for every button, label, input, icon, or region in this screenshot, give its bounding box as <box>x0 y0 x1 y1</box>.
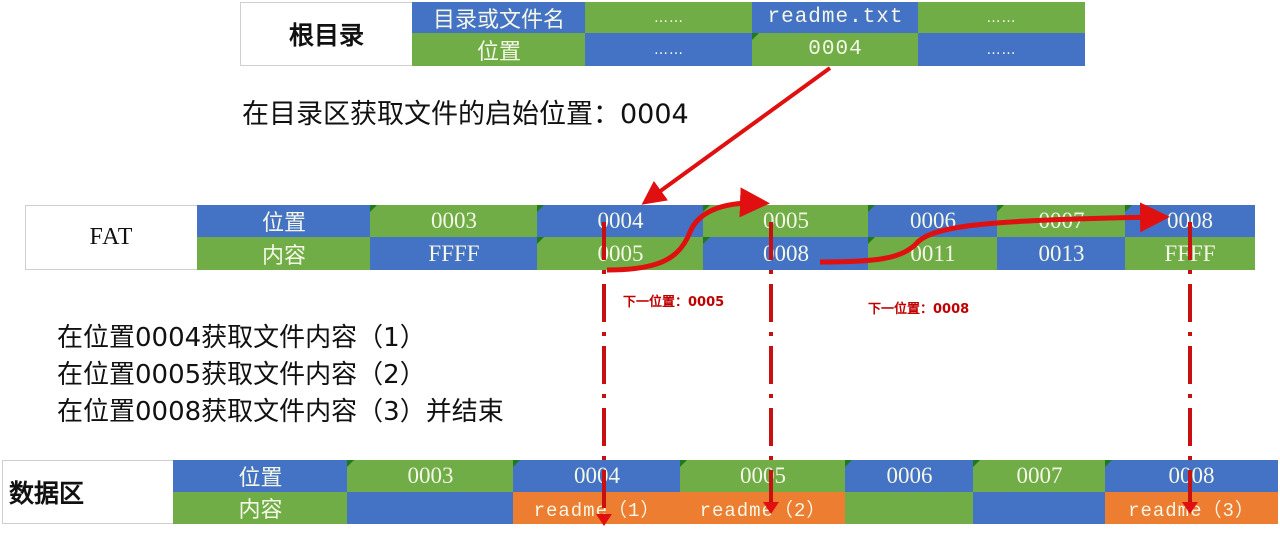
fat-header-content: 内容 <box>197 237 371 270</box>
fat-header-position: 位置 <box>197 205 371 237</box>
data-position-cell: 0006 <box>845 460 974 492</box>
data-position-cell: 0007 <box>973 460 1106 492</box>
fat-position-cell: 0007 <box>997 205 1126 237</box>
data-content-cell-readme-3: readme（3） <box>1105 492 1278 524</box>
next-position-note-2: 下一位置：0008 <box>868 302 970 317</box>
fat-position-cell: 0003 <box>370 205 538 237</box>
fat-content-cell: 0011 <box>868 237 998 270</box>
fat-content-cell: FFFF <box>370 237 538 270</box>
fat-content-cell: 0008 <box>703 237 869 270</box>
fat-position-cell: 0008 <box>1125 205 1255 237</box>
root-cell-position-readme: 0004 <box>752 33 919 66</box>
fat-position-cell: 0004 <box>537 205 704 237</box>
fat-label: FAT <box>25 205 198 270</box>
data-position-cell: 0003 <box>347 460 514 492</box>
data-header-position: 位置 <box>173 460 348 492</box>
root-cell-name: …… <box>918 2 1085 33</box>
root-cell-position: …… <box>918 33 1085 66</box>
data-position-cell: 0008 <box>1105 460 1278 492</box>
root-header-filename: 目录或文件名 <box>412 2 586 33</box>
step-item: 在位置0008获取文件内容（3）并结束 <box>57 397 504 427</box>
root-cell-position: …… <box>585 33 753 66</box>
data-position-cell: 0004 <box>513 460 681 492</box>
data-position-cell: 0005 <box>680 460 846 492</box>
step-item: 在位置0004获取文件内容（1） <box>57 323 426 353</box>
data-content-cell-readme-2: readme（2） <box>680 492 846 524</box>
fat-content-cell: FFFF <box>1125 237 1255 270</box>
start-position-caption: 在目录区获取文件的启始位置：0004 <box>242 99 689 130</box>
fat-content-cell: 0013 <box>997 237 1126 270</box>
data-area-label: 数据区 <box>2 460 174 524</box>
step-item: 在位置0005获取文件内容（2） <box>57 360 426 390</box>
data-content-cell <box>845 492 974 524</box>
fat-content-cell: 0005 <box>537 237 704 270</box>
data-content-cell-readme-1: readme（1） <box>513 492 681 524</box>
data-content-cell <box>347 492 514 524</box>
fat-position-cell: 0006 <box>868 205 998 237</box>
fat-position-cell: 0005 <box>703 205 869 237</box>
data-content-cell <box>973 492 1106 524</box>
steps-list: 在位置0004获取文件内容（1） 在位置0005获取文件内容（2） 在位置000… <box>57 320 504 431</box>
root-directory-label: 根目录 <box>240 2 413 66</box>
arrow-dir-to-fat <box>641 66 832 205</box>
data-header-content: 内容 <box>173 492 348 524</box>
root-header-position: 位置 <box>412 33 586 66</box>
next-position-note-1: 下一位置：0005 <box>623 295 725 310</box>
root-cell-name-readme: readme.txt <box>752 2 919 33</box>
root-cell-name: …… <box>585 2 753 33</box>
